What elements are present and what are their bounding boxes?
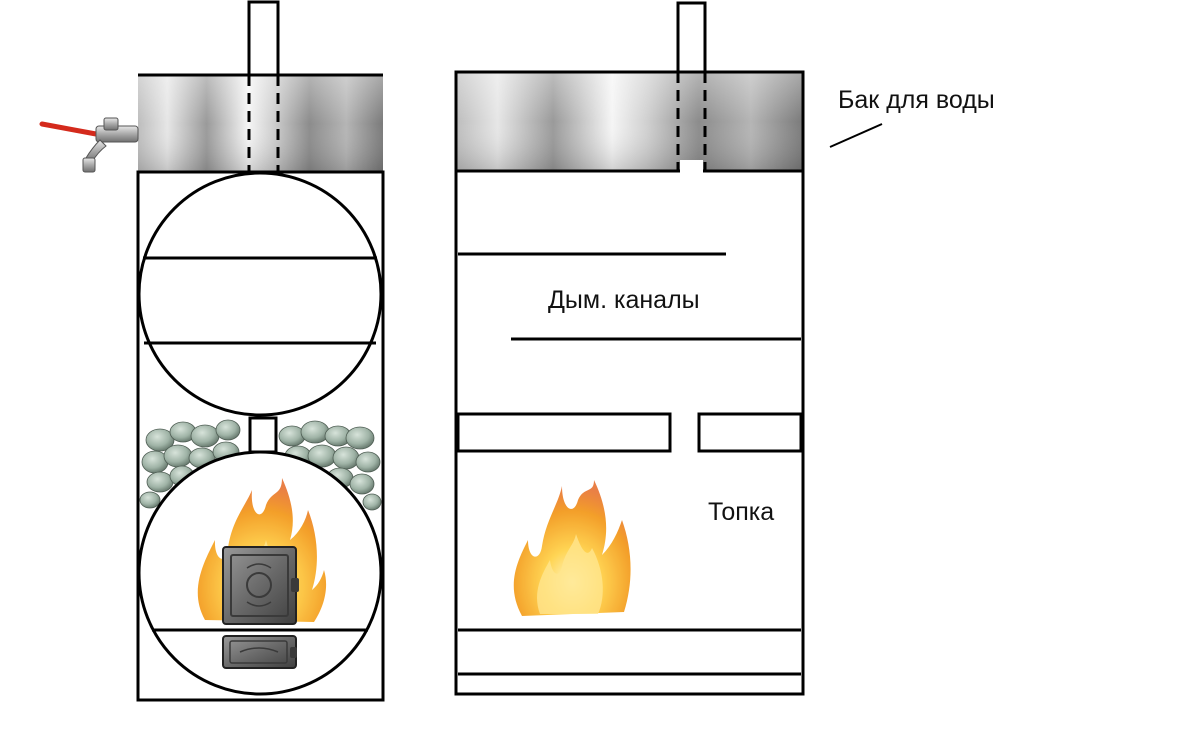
label-firebox: Топка xyxy=(708,498,774,526)
front-connector-pipe xyxy=(248,416,278,454)
front-view xyxy=(39,0,385,702)
front-upper-chamber xyxy=(137,171,383,417)
section-view xyxy=(454,1,883,696)
label-water-tank: Бак для воды xyxy=(838,86,995,114)
front-chimney xyxy=(247,0,280,172)
section-water-tank xyxy=(454,70,805,173)
front-water-tank xyxy=(138,73,383,174)
cast-iron-door-icon xyxy=(222,546,299,669)
water-tank-pointer xyxy=(829,123,883,148)
section-chimney xyxy=(676,1,707,176)
firebox-door xyxy=(222,546,297,625)
label-smoke-channels: Дым. каналы xyxy=(548,286,700,314)
fire-icon xyxy=(513,480,631,616)
water-tap-icon xyxy=(39,117,139,173)
firebox-plate-right xyxy=(697,412,803,453)
section-body-outline xyxy=(454,169,805,696)
firebox-plate-left xyxy=(456,412,672,453)
